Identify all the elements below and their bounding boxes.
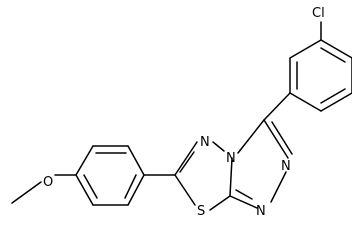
bond-inner [235, 189, 253, 200]
bond [212, 141, 225, 152]
atom-nitrogen-thiadiazole: N [200, 135, 210, 150]
bond-inner [179, 151, 195, 173]
bond [237, 119, 265, 154]
bond [75, 174, 94, 206]
atom-nitrogen-triazole-bottom: N [256, 204, 266, 219]
atom-nitrogen-triazole-right: N [281, 159, 291, 174]
bond-inner [271, 121, 293, 155]
atom-nitrogen-bridgehead: N [226, 151, 236, 166]
bond-o-ch3 [11, 181, 42, 204]
bond [174, 141, 198, 176]
bond-inner [124, 174, 137, 199]
bonds [11, 21, 352, 211]
bond [174, 174, 196, 206]
bond [127, 145, 145, 176]
bond [289, 39, 322, 59]
atom-oxygen: O [43, 175, 53, 190]
bond [270, 171, 287, 203]
bond [320, 92, 352, 112]
bond [229, 195, 258, 209]
molecule-structure: Cl O S N N N N [11, 6, 352, 219]
bond-inner [320, 47, 346, 63]
bond-inner [83, 174, 98, 199]
bond-inner [320, 88, 346, 104]
bond [75, 145, 94, 176]
bond [209, 195, 231, 211]
atom-sulfur: S [197, 204, 205, 219]
bond [289, 92, 322, 112]
bond [320, 39, 352, 59]
atom-chlorine: Cl [312, 6, 325, 21]
bond [263, 119, 289, 159]
atom-labels: Cl O S N N N N [43, 6, 325, 219]
bond [127, 174, 145, 206]
bond [229, 157, 233, 197]
bond-phenyl-c3 [263, 92, 291, 121]
